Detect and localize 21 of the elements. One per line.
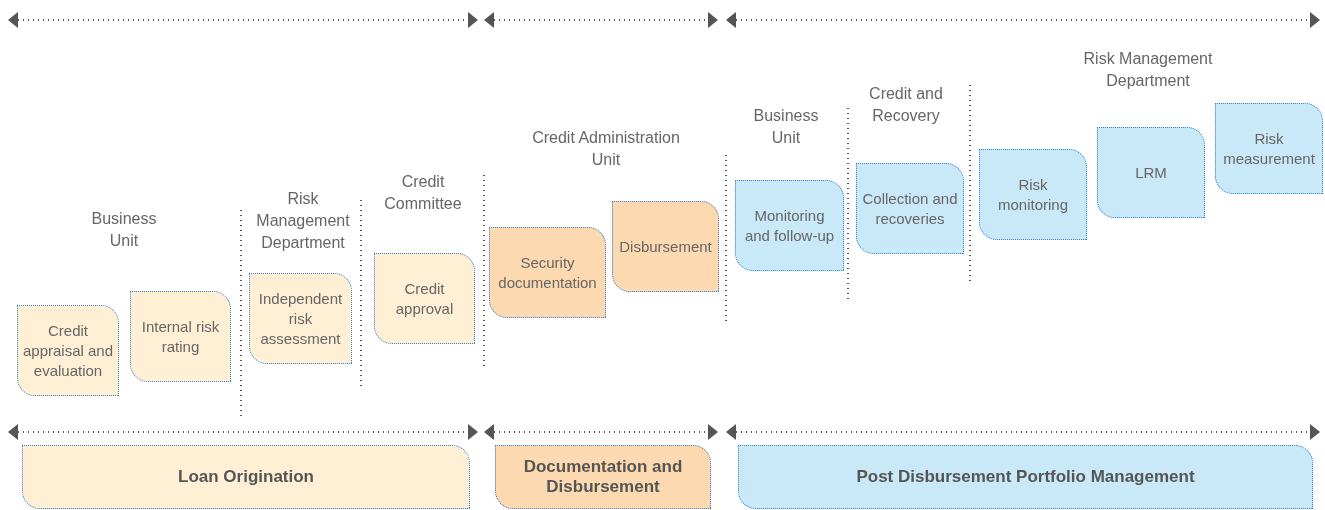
process-box: Collection and recoveries xyxy=(856,163,964,254)
department-label: Risk Management Department xyxy=(255,189,351,253)
process-box: Security documentation xyxy=(489,227,606,318)
process-box: Credit appraisal and evaluation xyxy=(17,305,119,396)
process-box: Internal risk rating xyxy=(130,291,231,382)
process-box: Independent risk assessment xyxy=(249,273,352,364)
department-label: Business Unit xyxy=(752,106,820,148)
process-box: Risk measurement xyxy=(1215,103,1323,194)
phase-box: Documentation and Disbursement xyxy=(495,445,711,509)
department-label: Credit Administration Unit xyxy=(531,128,681,170)
department-label: Credit Committee xyxy=(383,172,463,214)
process-box: Risk monitoring xyxy=(979,149,1087,240)
phase-box: Loan Origination xyxy=(22,445,470,509)
department-label: Business Unit xyxy=(90,209,158,251)
process-box: Disbursement xyxy=(612,201,719,292)
department-label: Credit and Recovery xyxy=(868,84,944,126)
process-box: LRM xyxy=(1097,127,1205,218)
process-box: Monitoring and follow-up xyxy=(735,180,844,271)
phase-box: Post Disbursement Portfolio Management xyxy=(738,445,1313,509)
process-box: Credit approval xyxy=(374,253,475,344)
department-label: Risk Management Department xyxy=(1082,49,1214,91)
